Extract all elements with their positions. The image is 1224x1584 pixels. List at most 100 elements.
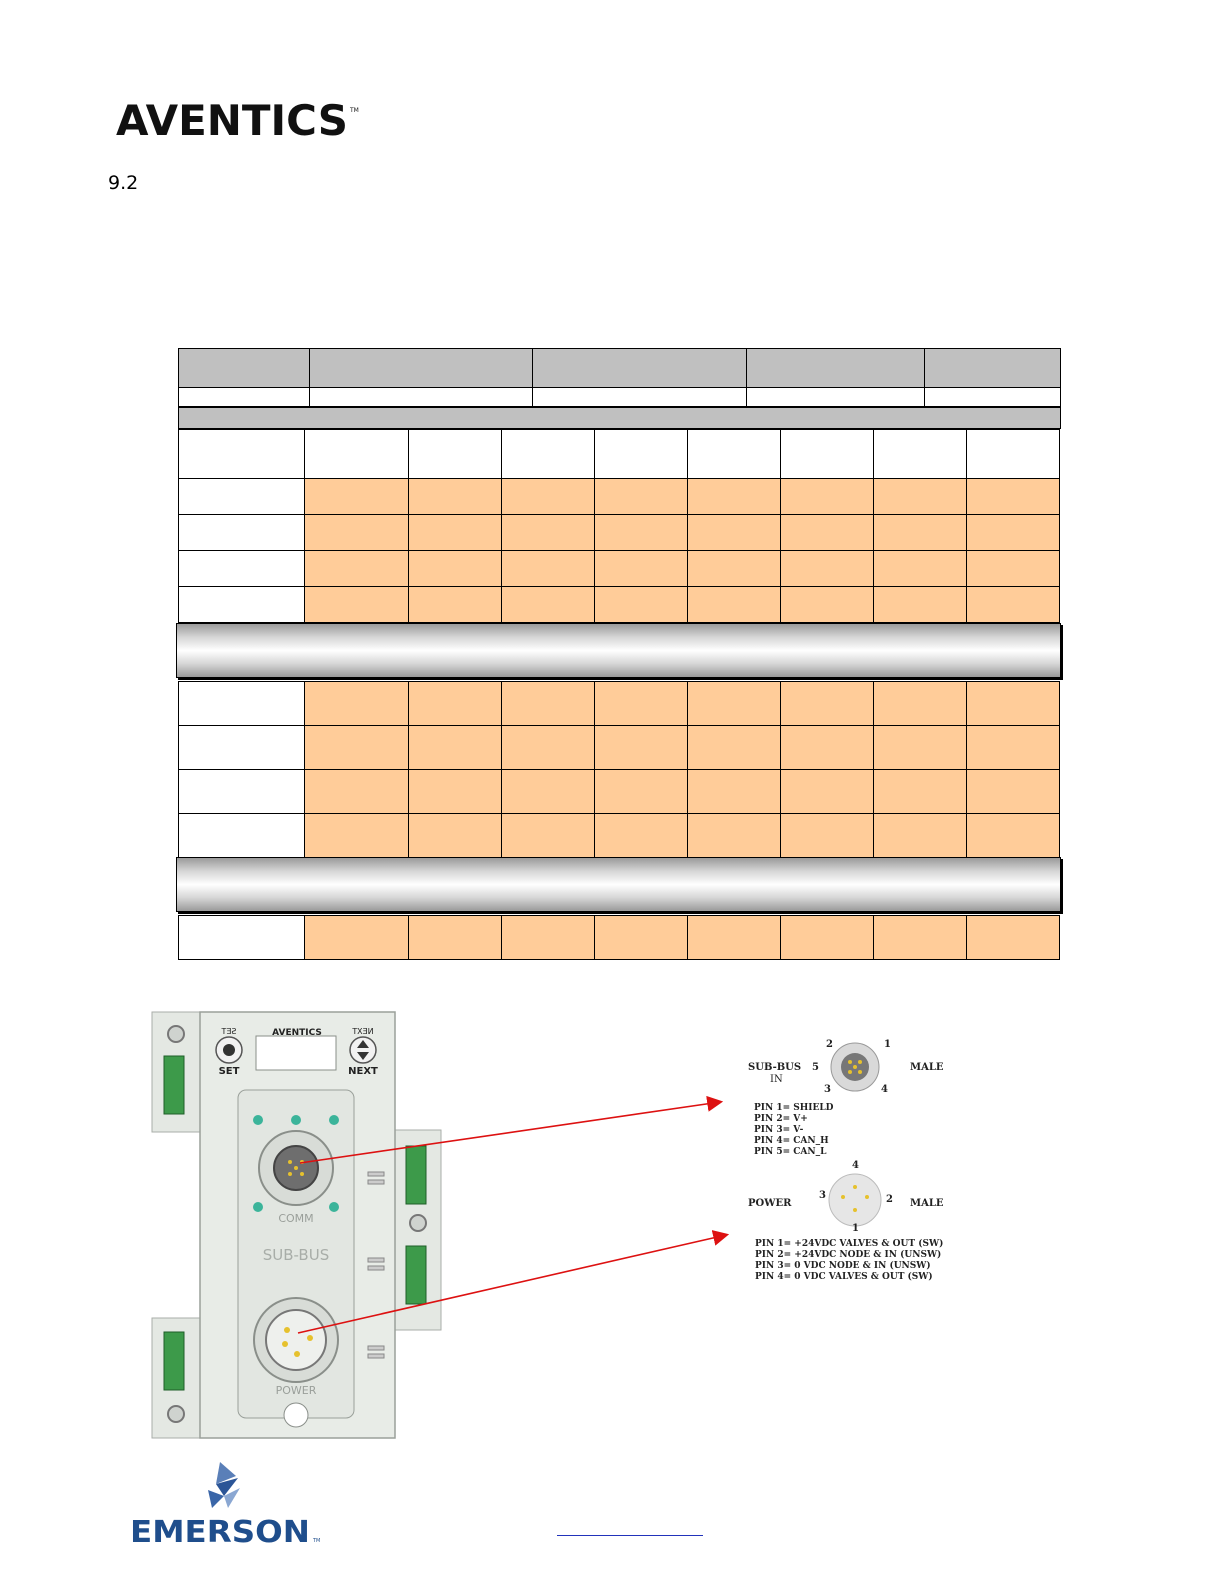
subbus-pinout-title-line2: IN <box>770 1074 783 1085</box>
subbus-pin-desc: PIN 2= V+ <box>754 1114 808 1124</box>
table-cell <box>966 429 1060 479</box>
table-cell <box>501 813 595 858</box>
comm-label: COMM <box>278 1212 313 1225</box>
subbus-pin-number: 1 <box>884 1039 891 1050</box>
subbus-pinout-title: SUB-BUS <box>748 1062 801 1073</box>
subbus-pin-desc: PIN 1= SHIELD <box>754 1103 834 1113</box>
emerson-wordmark: EMERSON <box>130 1515 310 1548</box>
device-brand-label: AVENTICS <box>272 1028 322 1038</box>
power-pin-desc: PIN 1= +24VDC VALVES & OUT (SW) <box>755 1238 943 1249</box>
table-cell <box>594 813 688 858</box>
subbus-label: SUB-BUS <box>263 1246 329 1264</box>
table-cell <box>780 550 874 587</box>
table-cell <box>501 478 595 515</box>
table-cell <box>594 586 688 623</box>
subbus-module-illustration: AVENTICS SET NEXT SET NEXT COMM SUB-BUS … <box>151 1011 442 1439</box>
power-pin-number: 4 <box>852 1160 859 1171</box>
table-row-label-cell <box>178 478 305 515</box>
next-button[interactable] <box>349 1036 377 1064</box>
table-cell <box>873 681 967 726</box>
table-cell <box>780 478 874 515</box>
set-mirrored-label: SET <box>221 1027 236 1036</box>
table-cell <box>873 725 967 770</box>
table-cell <box>408 586 502 623</box>
table-cell <box>408 769 502 814</box>
table-cell <box>966 550 1060 587</box>
table-cell <box>966 769 1060 814</box>
table-cell <box>780 681 874 726</box>
table-cell <box>304 813 409 858</box>
table-cell <box>304 725 409 770</box>
io-mapping-table <box>176 348 1061 960</box>
table-cell <box>966 514 1060 551</box>
subbus-pin-desc: PIN 3= V- <box>754 1125 804 1135</box>
table-cell <box>780 514 874 551</box>
table-cell <box>408 478 502 515</box>
power-pinout-title: POWER <box>748 1198 792 1209</box>
table-cell <box>304 429 409 479</box>
table-cell <box>304 586 409 623</box>
table-row <box>178 915 1061 960</box>
table-cell <box>178 429 305 479</box>
table-cell <box>309 387 533 407</box>
table-cell <box>594 915 688 960</box>
screw-icon <box>167 1025 185 1043</box>
table-cell <box>780 813 874 858</box>
subbus-pin-desc: PIN 5= CAN_L <box>754 1147 827 1157</box>
subbus-pin-number: 2 <box>826 1039 833 1050</box>
table-cell <box>687 813 781 858</box>
table-row-label-cell <box>178 550 305 587</box>
table-cell <box>304 681 409 726</box>
table-cell <box>594 681 688 726</box>
power-gender-label: MALE <box>910 1198 944 1209</box>
emerson-emblem-icon <box>208 1462 240 1508</box>
table-cell <box>687 586 781 623</box>
next-mirrored-label: NEXT <box>352 1027 373 1036</box>
led-indicator <box>291 1115 301 1125</box>
emerson-logo: EMERSON TM <box>130 1462 320 1548</box>
screw-icon <box>409 1214 427 1232</box>
table-cell <box>966 681 1060 726</box>
table-cell <box>966 915 1060 960</box>
table-cell <box>594 725 688 770</box>
display-window <box>255 1035 337 1071</box>
table-header-cell <box>309 348 533 388</box>
table-cell <box>687 769 781 814</box>
table-cell <box>873 550 967 587</box>
led-indicator <box>329 1202 339 1212</box>
table-row-label-cell <box>178 725 305 770</box>
connector-pinout-diagram: 2 1 3 4 5 SUB-BUS IN MALE PIN 1= SHIELD … <box>748 1039 944 1282</box>
table-cell <box>408 514 502 551</box>
table-cell <box>501 915 595 960</box>
set-button-core <box>223 1044 235 1056</box>
table-cell <box>966 478 1060 515</box>
power-pin-desc: PIN 3= 0 VDC NODE & IN (UNSW) <box>755 1260 931 1271</box>
table-header-cell <box>532 348 747 388</box>
power-pin-number: 1 <box>852 1223 859 1234</box>
table-row <box>178 586 1061 623</box>
up-down-arrow-icon <box>357 1040 369 1060</box>
table-cell <box>408 550 502 587</box>
table-cell <box>924 387 1061 407</box>
green-connector <box>405 1245 427 1305</box>
table-cell <box>873 915 967 960</box>
footer-link-underline[interactable] <box>557 1528 703 1536</box>
table-bit-header-row <box>178 429 1061 479</box>
green-connector <box>405 1145 427 1205</box>
table-cell <box>594 550 688 587</box>
power-connector-face <box>265 1309 327 1371</box>
table-section-row <box>178 407 1061 429</box>
led-indicator <box>329 1115 339 1125</box>
table-cell <box>873 429 967 479</box>
table-cell <box>687 478 781 515</box>
table-row <box>178 681 1061 726</box>
table-cell <box>873 478 967 515</box>
table-cell <box>304 514 409 551</box>
table-section-cell <box>178 407 1061 429</box>
table-cell <box>594 429 688 479</box>
table-cell <box>687 725 781 770</box>
table-cell <box>687 429 781 479</box>
table-separator-bar <box>176 857 1061 912</box>
table-cell <box>594 514 688 551</box>
table-cell <box>178 387 310 407</box>
